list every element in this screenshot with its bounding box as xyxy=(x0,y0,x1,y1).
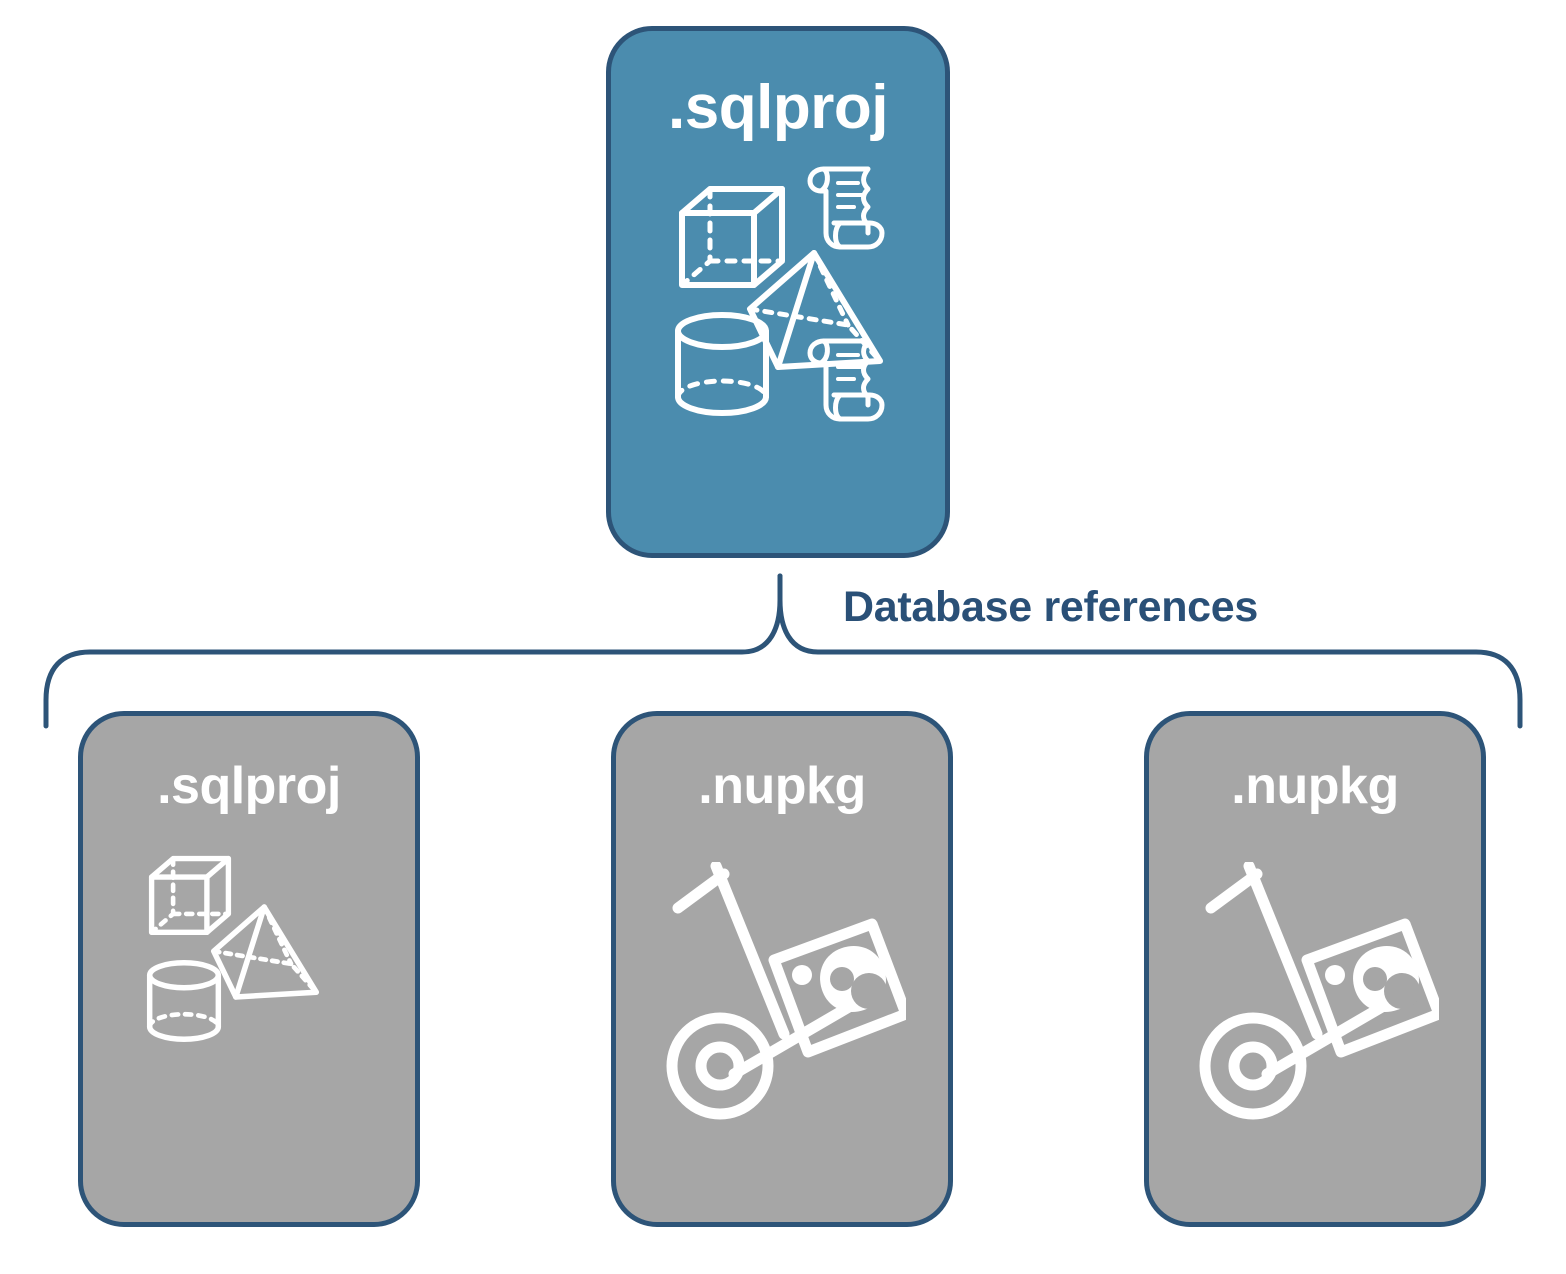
card-reference-nupkg-2[interactable]: .nupkg xyxy=(1144,711,1486,1227)
card-reference-sqlproj[interactable]: .sqlproj xyxy=(78,711,420,1227)
card-reference-nupkg-1[interactable]: .nupkg xyxy=(611,711,953,1227)
reference-1-icon-group xyxy=(117,838,381,1138)
parent-icon-group xyxy=(648,161,908,431)
reference-3-icon-group xyxy=(1183,838,1447,1138)
pyramid-wireframe-icon xyxy=(210,904,320,1000)
connector-label: Database references xyxy=(843,583,1258,631)
cube-wireframe-icon xyxy=(679,186,785,288)
pyramid-wireframe-icon xyxy=(747,250,883,370)
cylinder-wireframe-icon xyxy=(146,960,222,1042)
scroll-script-icon xyxy=(807,338,885,422)
card-reference-2-title: .nupkg xyxy=(698,757,866,815)
card-reference-3-title: .nupkg xyxy=(1231,757,1399,815)
database-references-bracket xyxy=(43,573,1523,729)
nuget-hand-truck-icon xyxy=(666,862,906,1120)
card-reference-1-title: .sqlproj xyxy=(157,757,341,815)
nuget-hand-truck-icon xyxy=(1199,862,1439,1120)
reference-2-icon-group xyxy=(650,838,914,1138)
card-parent-sqlproj[interactable]: .sqlproj xyxy=(606,26,950,558)
card-parent-title: .sqlproj xyxy=(668,73,888,142)
scroll-script-icon xyxy=(807,166,885,250)
cube-wireframe-icon xyxy=(148,855,232,936)
cylinder-wireframe-icon xyxy=(675,312,769,416)
